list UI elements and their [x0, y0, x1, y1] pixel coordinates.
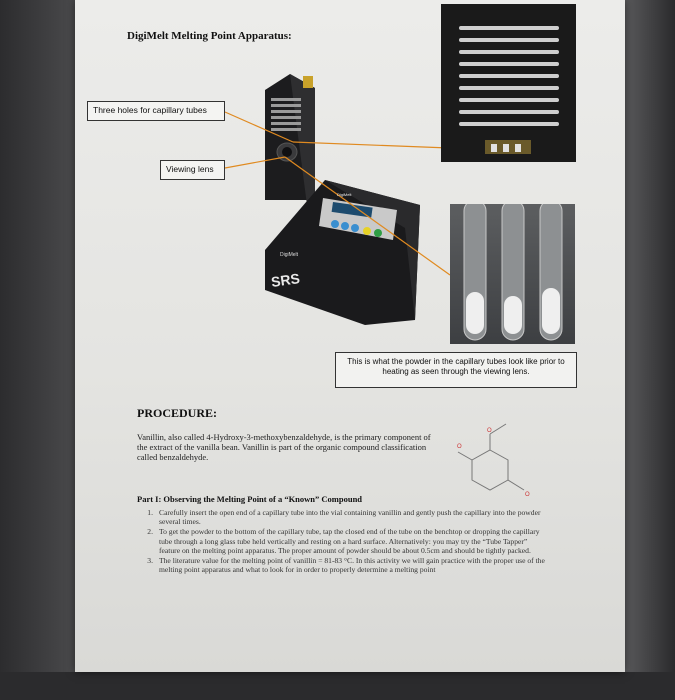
apparatus-illustration [224, 74, 502, 325]
step-item: 2. To get the powder to the bottom of th… [137, 527, 547, 555]
step-text: To get the powder to the bottom of the c… [159, 527, 540, 555]
callout-capillary-holes: Three holes for capillary tubes [87, 101, 225, 121]
intro-paragraph: Vanillin, also called 4-Hydroxy-3-methox… [137, 432, 431, 462]
photo-background-bottom [0, 672, 675, 700]
procedure-heading: PROCEDURE: [137, 406, 217, 420]
photo-background-right [625, 0, 675, 700]
part1-heading: Part I: Observing the Melting Point of a… [137, 494, 363, 504]
procedure-steps: 1. Carefully insert the open end of a ca… [137, 508, 547, 575]
svg-text:O: O [525, 492, 530, 498]
page-title: DigiMelt Melting Point Apparatus: [127, 30, 292, 42]
svg-text:O: O [487, 428, 492, 434]
step-number: 3. [147, 556, 153, 566]
apparatus-tower [265, 74, 315, 205]
photo-capillary-holes [441, 4, 576, 162]
step-item: 3. The literature value for the melting … [137, 556, 547, 574]
document-page: DigiMelt Melting Point Apparatus: [75, 0, 625, 672]
apparatus-base [265, 180, 420, 325]
device-brand-small: DigiMelt [280, 252, 299, 258]
step-number: 2. [147, 527, 153, 537]
photo-capillary-tubes [450, 204, 575, 344]
molecule-label: O [457, 444, 462, 450]
step-text: The literature value for the melting poi… [159, 556, 545, 575]
device-panel-label: DigiMelt [337, 192, 352, 197]
vanillin-structure: O O [457, 423, 530, 498]
callout-viewing-lens: Viewing lens [160, 160, 225, 180]
step-item: 1. Carefully insert the open end of a ca… [137, 508, 547, 526]
photo-caption: This is what the powder in the capillary… [335, 352, 577, 388]
step-text: Carefully insert the open end of a capil… [159, 508, 541, 527]
photo-background-left [0, 0, 75, 700]
step-number: 1. [147, 508, 153, 517]
